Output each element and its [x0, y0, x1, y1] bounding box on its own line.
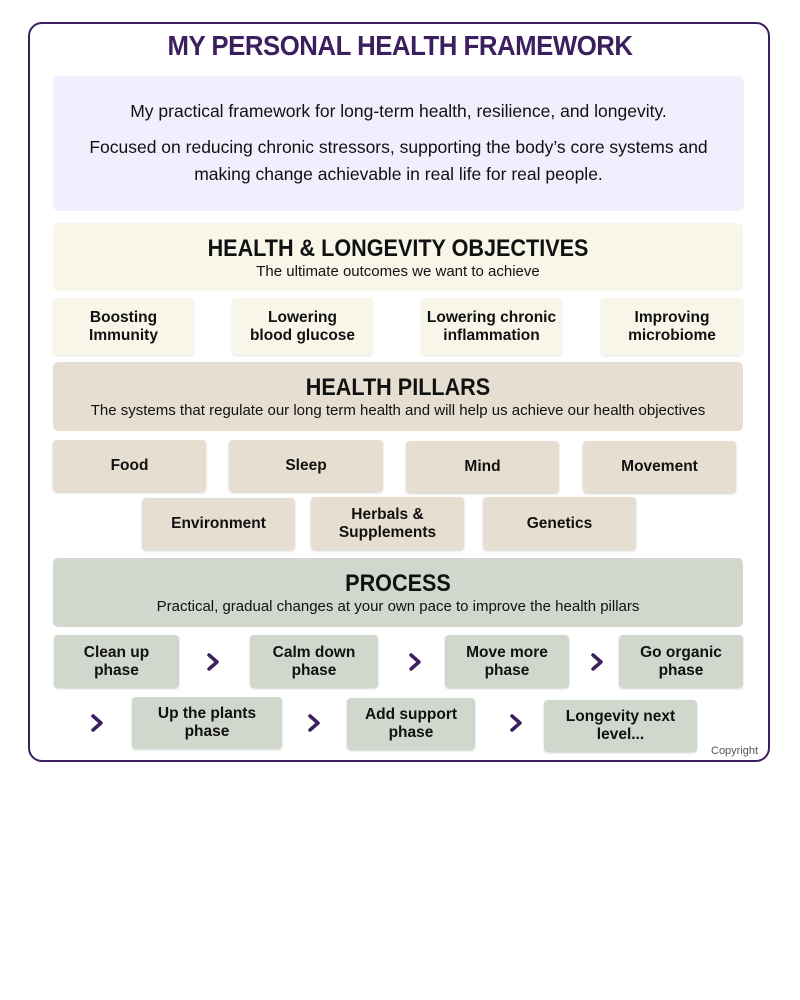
step-line: phase [291, 661, 337, 679]
step-line: phase [484, 661, 530, 679]
step-line: phase [94, 661, 139, 679]
chevron-right-icon [586, 651, 608, 673]
pillar-box-environment: Environment [142, 498, 295, 550]
pillar-box-sleep: Sleep [229, 440, 383, 492]
pillars-band: HEALTH PILLARS The systems that regulate… [53, 362, 743, 431]
objectives-band: HEALTH & LONGEVITY OBJECTIVES The ultima… [53, 223, 743, 291]
step-line: level... [596, 726, 645, 743]
pillar-label: Mind [464, 458, 501, 475]
objective-line: inflammation [443, 326, 540, 344]
pillar-box-mind: Mind [406, 441, 559, 493]
objective-line: Improving [634, 308, 710, 326]
pillar-label: Food [110, 457, 149, 474]
process-heading: PROCESS [345, 570, 451, 597]
step-line: phase [184, 723, 230, 740]
intro-line-1: My practical framework for long-term hea… [130, 101, 667, 121]
pillar-box-herbals: Herbals &Supplements [311, 497, 464, 550]
objective-line: microbiome [628, 326, 716, 344]
objective-line: Immunity [89, 326, 158, 344]
step-line: Up the plants [157, 705, 257, 722]
process-band: PROCESS Practical, gradual changes at yo… [53, 558, 743, 627]
step-line: Move more [466, 643, 548, 661]
pillars-heading: HEALTH PILLARS [305, 374, 491, 401]
pillar-box-food: Food [53, 440, 206, 492]
copyright-text: Copyright [711, 745, 759, 757]
step-line: Go organic [640, 643, 722, 661]
objective-line: Lowering [268, 308, 337, 326]
pillar-box-genetics: Genetics [483, 497, 636, 550]
step-line: Calm down [272, 643, 356, 661]
intro-panel: My practical framework for long-term hea… [53, 76, 744, 211]
process-subheading: Practical, gradual changes at your own p… [156, 598, 640, 615]
pillar-label: Genetics [526, 514, 593, 532]
pillar-label: Supplements [338, 523, 437, 541]
page-title: MY PERSONAL HEALTH FRAMEWORK [167, 30, 633, 61]
step-line: phase [388, 724, 434, 741]
chevron-right-icon [202, 651, 224, 673]
pillar-label: Environment [171, 515, 266, 532]
step-line: Longevity next [565, 708, 676, 725]
objectives-subheading: The ultimate outcomes we want to achieve [256, 263, 540, 280]
chevron-right-icon [505, 712, 527, 734]
pillar-box-movement: Movement [583, 441, 736, 493]
chevron-right-icon [86, 712, 108, 734]
step-line: phase [658, 661, 704, 679]
chevron-right-icon [404, 651, 426, 673]
step-line: Add support [364, 706, 458, 723]
pillars-subheading: The systems that regulate our long term … [90, 402, 706, 419]
objective-line: Boosting [89, 308, 158, 326]
objectives-heading: HEALTH & LONGEVITY OBJECTIVES [207, 235, 589, 262]
pillar-label: Movement [621, 458, 698, 475]
intro-line-2: Focused on reducing chronic stressors, s… [89, 137, 708, 184]
objective-line: Lowering chronic [426, 308, 557, 326]
objective-line: blood glucose [249, 326, 356, 344]
pillar-label: Herbals & [351, 505, 424, 523]
chevron-right-icon [303, 712, 325, 734]
step-line: Clean up [83, 643, 150, 661]
pillar-label: Sleep [285, 457, 327, 474]
